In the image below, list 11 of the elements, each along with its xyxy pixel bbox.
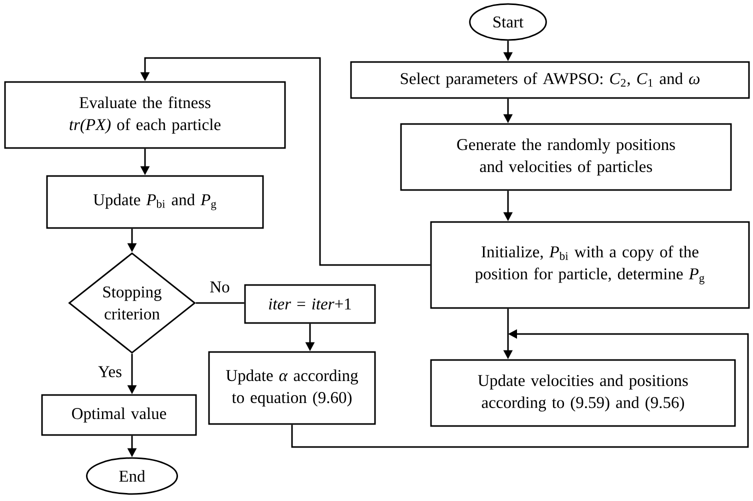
process-box: Update α according to equation (9.60) <box>208 351 376 425</box>
process-box: iter = iter+1 <box>244 284 376 324</box>
process-box: Evaluate the fitness tr(PX) of each particle <box>4 81 286 149</box>
process-box: Update P$_{bi}$ and P$_{g}$ <box>46 175 264 229</box>
edge-label: Yes <box>97 365 124 378</box>
process-box: Select parameters of AWPSO: C$_{2}$, C$_{1}$ and ω <box>350 61 750 99</box>
process-box: Generate the randomly positions and velocities of particles <box>400 123 732 191</box>
process-box: Update velocities and positions according to (9.59) and (9.56) <box>430 359 736 427</box>
process-box: Initialize, P$_{bi}$ with a copy of the position for particle, determine P$_{g}$ <box>430 221 750 309</box>
process-box: Optimal value <box>41 394 197 436</box>
edge-label: No <box>208 280 231 294</box>
